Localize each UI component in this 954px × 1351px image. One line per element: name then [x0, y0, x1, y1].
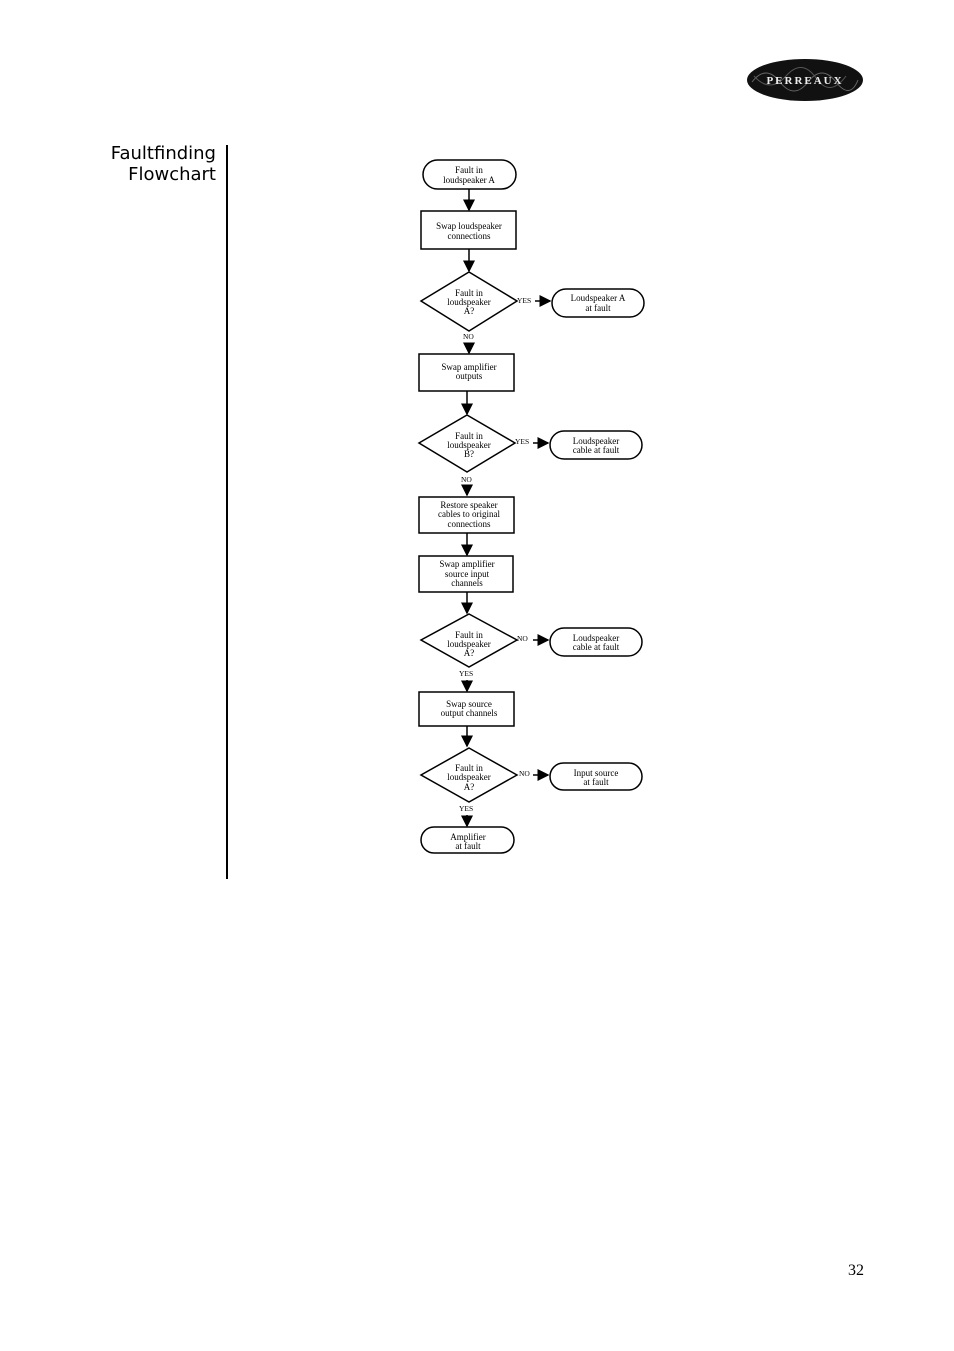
svg-text:Loudspeaker: Loudspeaker [573, 633, 619, 643]
svg-text:source input: source input [445, 569, 490, 579]
node-start-fault-a: Fault in loudspeaker A [422, 159, 517, 190]
svg-text:connections: connections [448, 231, 491, 241]
svg-text:Loudspeaker: Loudspeaker [573, 436, 619, 446]
node-swap-amplifier-source-input: Swap amplifier source input channels [418, 555, 514, 593]
flow-connectors [461, 189, 552, 828]
page-number: 32 [848, 1262, 864, 1279]
svg-text:loudspeaker: loudspeaker [447, 297, 490, 307]
svg-text:Swap loudspeaker: Swap loudspeaker [436, 221, 502, 231]
svg-text:at fault: at fault [455, 841, 481, 851]
svg-text:loudspeaker: loudspeaker [447, 440, 490, 450]
node-restore-speaker-cables: Restore speaker cables to original conne… [418, 496, 515, 534]
node-result-amplifier-at-fault: Amplifier at fault [420, 826, 515, 854]
label-a3-no: NO [519, 769, 530, 778]
node-swap-loudspeaker-connections: Swap loudspeaker connections [420, 210, 517, 250]
label-b-no: NO [461, 475, 472, 484]
node-swap-amplifier-outputs: Swap amplifier outputs [418, 353, 515, 392]
section-title-line1: Faultfinding [110, 143, 216, 164]
edge-labels: YES NO YES NO NO YES NO YES [459, 296, 531, 813]
svg-text:output channels: output channels [441, 708, 498, 718]
node-decision-fault-b: Fault in loudspeaker B? [417, 414, 517, 473]
svg-text:Restore speaker: Restore speaker [440, 500, 497, 510]
label-b-yes: YES [515, 437, 529, 446]
svg-text:A?: A? [464, 306, 475, 316]
svg-text:cables to original: cables to original [438, 509, 500, 519]
label-a1-no: NO [463, 332, 474, 341]
node-result-cable-at-fault-1: Loudspeaker cable at fault [549, 430, 643, 460]
section-title: Faultfinding Flowchart [60, 143, 216, 185]
svg-text:at fault: at fault [585, 303, 611, 313]
svg-text:B?: B? [464, 449, 474, 459]
label-a2-no: NO [517, 634, 528, 643]
svg-text:at fault: at fault [583, 777, 609, 787]
label-a1-yes: YES [517, 296, 531, 305]
svg-text:Fault in: Fault in [455, 288, 483, 298]
svg-text:loudspeaker A: loudspeaker A [443, 175, 495, 185]
svg-text:Fault in: Fault in [455, 165, 483, 175]
svg-text:loudspeaker: loudspeaker [447, 639, 490, 649]
node-decision-fault-a-3: Fault in loudspeaker A? [419, 747, 519, 803]
svg-text:outputs: outputs [456, 371, 483, 381]
svg-text:A?: A? [464, 648, 475, 658]
svg-text:Swap amplifier: Swap amplifier [439, 559, 494, 569]
logo-wordmark: PERREAUX [766, 75, 843, 87]
svg-text:A?: A? [464, 782, 475, 792]
node-result-cable-at-fault-2: Loudspeaker cable at fault [549, 627, 643, 657]
svg-text:loudspeaker: loudspeaker [447, 772, 490, 782]
svg-text:Input source: Input source [574, 768, 619, 778]
section-title-line2: Flowchart [128, 164, 216, 185]
svg-text:connections: connections [448, 519, 491, 529]
node-swap-source-output-channels: Swap source output channels [418, 691, 515, 727]
svg-text:Fault in: Fault in [455, 431, 483, 441]
svg-text:cable at fault: cable at fault [573, 642, 620, 652]
node-result-loudspeaker-a-at-fault: Loudspeaker A at fault [551, 288, 645, 318]
vertical-divider [226, 145, 228, 879]
svg-text:channels: channels [451, 578, 483, 588]
svg-text:Amplifier: Amplifier [450, 832, 486, 842]
node-decision-fault-a-1: Fault in loudspeaker A? [419, 271, 519, 332]
node-result-input-source-at-fault: Input source at fault [549, 762, 643, 791]
perreaux-logo: PERREAUX [747, 59, 863, 101]
svg-text:cable at fault: cable at fault [573, 445, 620, 455]
svg-text:Fault in: Fault in [455, 630, 483, 640]
svg-text:Fault in: Fault in [455, 763, 483, 773]
svg-text:Swap source: Swap source [446, 699, 492, 709]
node-decision-fault-a-2: Fault in loudspeaker A? [419, 613, 519, 668]
svg-text:Swap amplifier: Swap amplifier [441, 362, 496, 372]
label-a3-yes: YES [459, 804, 473, 813]
svg-text:Loudspeaker A: Loudspeaker A [571, 293, 626, 303]
label-a2-yes: YES [459, 669, 473, 678]
